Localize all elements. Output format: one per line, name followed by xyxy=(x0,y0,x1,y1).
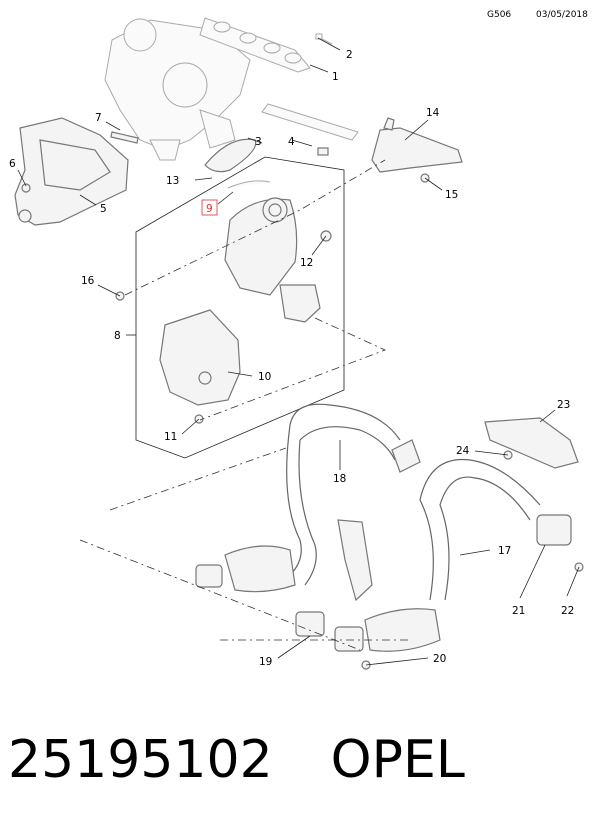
callout-23: 23 xyxy=(557,399,570,411)
heat-shield-10 xyxy=(159,309,241,406)
callout-6: 6 xyxy=(9,158,16,170)
callout-15: 15 xyxy=(445,189,458,201)
callout-2: 2 xyxy=(346,49,353,61)
heat-shield-5 xyxy=(14,117,129,226)
callout-3: 3 xyxy=(255,136,262,148)
pin-4 xyxy=(317,147,329,156)
callout-19: 19 xyxy=(259,656,272,668)
gasket-13 xyxy=(204,138,257,173)
part-footer: 25195102 OPEL xyxy=(8,720,598,800)
catalytic-converter xyxy=(224,197,321,323)
stud-bolt-2 xyxy=(315,33,333,45)
stud-7 xyxy=(110,131,139,144)
nut-6 xyxy=(21,183,31,193)
brand-name: OPEL xyxy=(330,730,465,790)
turbocharger-illustration xyxy=(104,18,251,161)
callout-21: 21 xyxy=(512,605,525,617)
centerline-2 xyxy=(199,317,387,421)
highlight-box-9 xyxy=(201,199,218,216)
gasket-9-highlighted xyxy=(227,180,271,189)
callout-22: 22 xyxy=(561,605,574,617)
assembly-8-frame xyxy=(135,156,345,459)
callout-18: 18 xyxy=(333,473,346,485)
bracket-14 xyxy=(371,117,463,173)
callout-24: 24 xyxy=(456,445,470,457)
diagram-code: G506 xyxy=(487,10,512,20)
centerline-3 xyxy=(109,447,287,511)
exhaust-pipe-17 xyxy=(334,458,572,652)
callout-11: 11 xyxy=(164,431,177,443)
callout-14: 14 xyxy=(426,107,440,119)
callout-10: 10 xyxy=(258,371,271,383)
bracket-23 xyxy=(484,417,579,469)
centerline-4 xyxy=(79,539,361,651)
exhaust-diagram: 1 2 3 4 5 6 7 8 9 10 11 12 13 14 15 16 1… xyxy=(9,17,584,670)
callout-17: 17 xyxy=(498,545,511,557)
part-number: 25195102 xyxy=(8,730,273,790)
callout-12: 12 xyxy=(300,257,313,269)
callout-16: 16 xyxy=(81,275,95,287)
callout-1: 1 xyxy=(332,71,339,83)
callout-8: 8 xyxy=(114,330,121,342)
callout-20: 20 xyxy=(433,653,446,665)
callout-5: 5 xyxy=(100,203,107,215)
callout-4: 4 xyxy=(288,136,295,148)
callout-9: 9 xyxy=(206,203,213,215)
callout-7: 7 xyxy=(95,112,102,124)
heat-shield-strip xyxy=(261,103,359,141)
gasket-19 xyxy=(295,611,325,637)
manifold-gasket xyxy=(199,17,311,73)
diagram-date: 03/05/2018 xyxy=(536,10,588,20)
callout-13: 13 xyxy=(166,175,179,187)
exhaust-pipe-18 xyxy=(195,403,421,602)
leader-lines xyxy=(17,37,580,666)
